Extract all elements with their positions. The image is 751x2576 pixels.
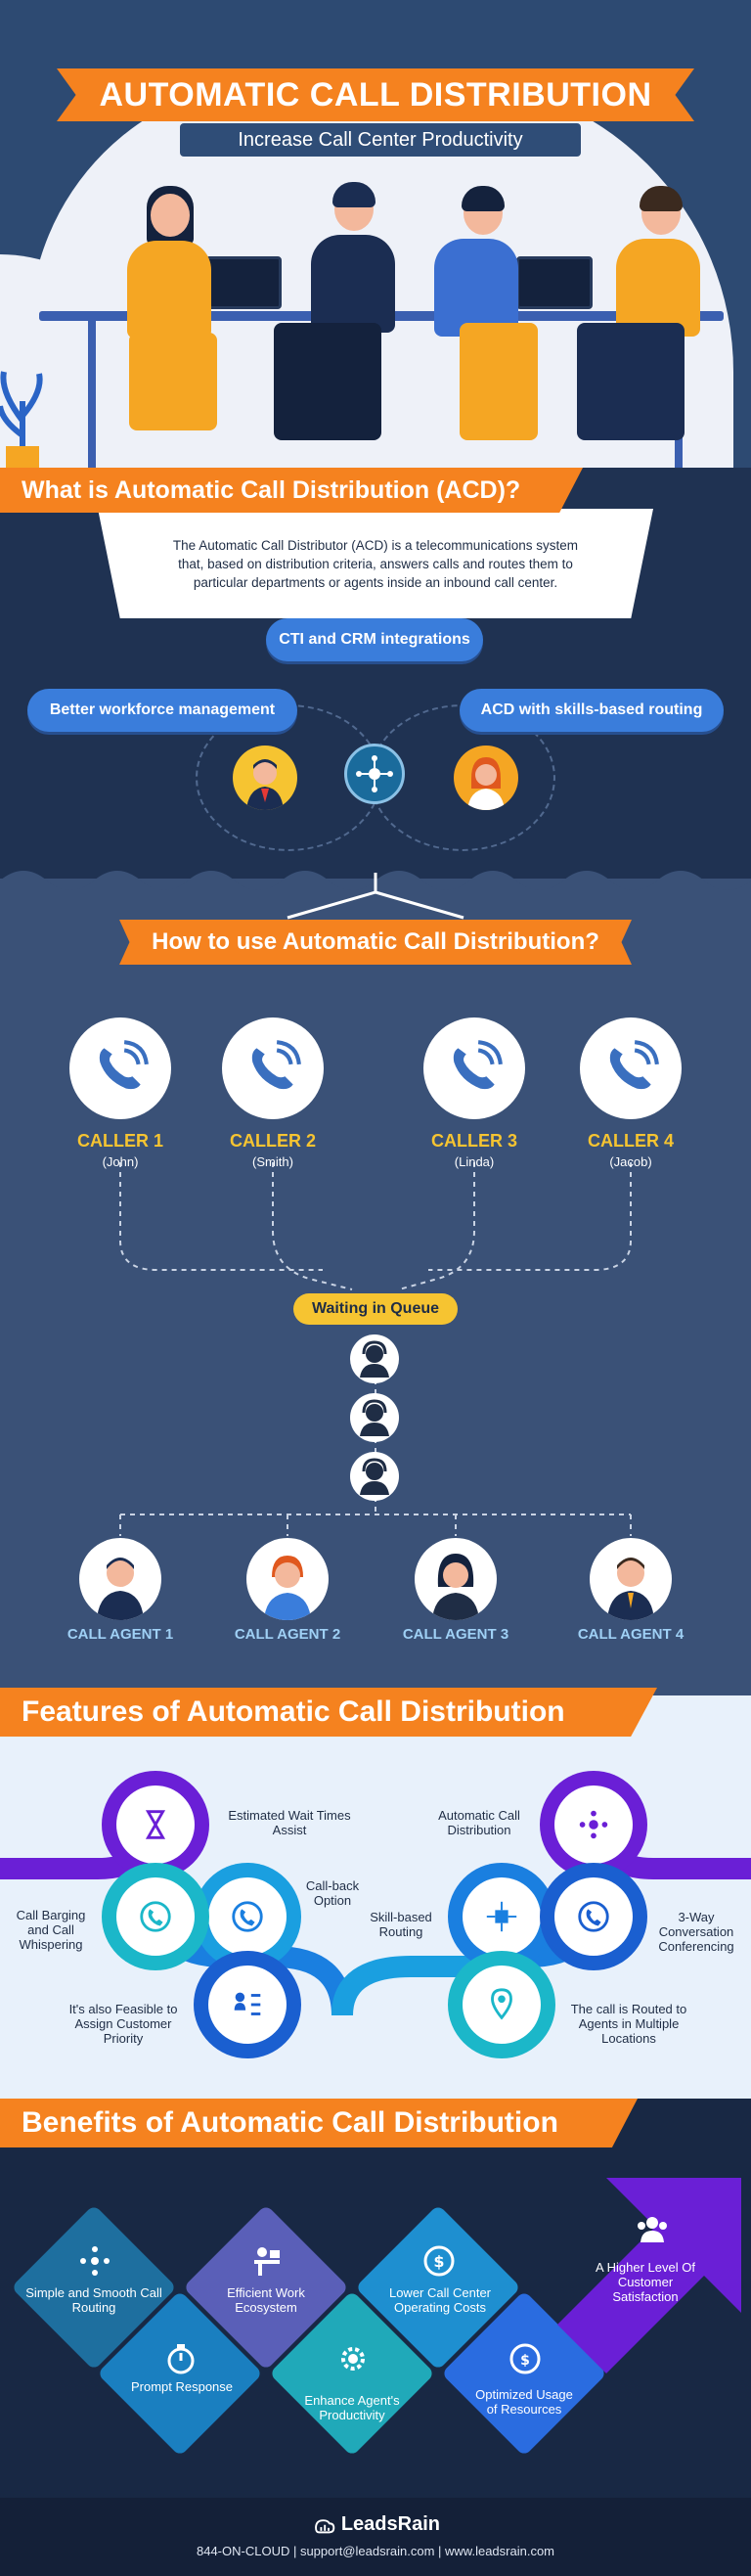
main-title: AUTOMATIC CALL DISTRIBUTION bbox=[99, 75, 652, 113]
legs-shape bbox=[274, 323, 381, 440]
routing-nodes-icon bbox=[80, 2246, 110, 2276]
hanging-string bbox=[287, 873, 464, 920]
desk-worker-icon bbox=[254, 2247, 280, 2276]
call-agent-avatar bbox=[590, 1538, 672, 1620]
call-agent-avatar bbox=[246, 1538, 329, 1620]
caller-phone-icon bbox=[69, 1017, 171, 1119]
leadsrain-logo[interactable]: LeadsRain bbox=[313, 2510, 440, 2538]
benefit-label: A Higher Level Of Customer Satisfaction bbox=[596, 2260, 695, 2304]
pill-skills-routing: ACD with skills-based routing bbox=[460, 689, 724, 732]
main-title-banner: AUTOMATIC CALL DISTRIBUTION bbox=[57, 68, 694, 121]
conference-call-icon bbox=[554, 1877, 633, 1956]
queued-caller-icon bbox=[350, 1452, 399, 1501]
callback-phone-icon bbox=[208, 1877, 287, 1956]
svg-text:$: $ bbox=[520, 2353, 530, 2369]
caller-alias: (Linda) bbox=[454, 1154, 495, 1169]
torso-shape bbox=[311, 235, 395, 333]
priority-list-icon bbox=[208, 1966, 287, 2044]
female-agent-avatar bbox=[454, 746, 518, 810]
legs-shape bbox=[460, 323, 538, 440]
legs-shape bbox=[129, 333, 217, 430]
caller-name: CALLER 2 bbox=[229, 1131, 316, 1151]
benefit-label: Lower Call Center Operating Costs bbox=[388, 2285, 492, 2315]
footer bbox=[0, 2498, 751, 2576]
call-agent-label: CALL AGENT 4 bbox=[577, 1626, 685, 1643]
benefit-label: Enhance Agent's Productivity bbox=[304, 2393, 400, 2422]
pill-workforce-management: Better workforce management bbox=[27, 689, 297, 732]
caller-phone-icon bbox=[423, 1017, 525, 1119]
how-heading: How to use Automatic Call Distribution? bbox=[119, 920, 632, 965]
feature-label: 3-Way Conversation Conferencing bbox=[658, 1910, 734, 1954]
call-agent-avatar bbox=[79, 1538, 161, 1620]
distribution-network-icon bbox=[554, 1785, 633, 1864]
subtitle: Increase Call Center Productivity bbox=[180, 123, 581, 157]
queued-caller-icon bbox=[350, 1393, 399, 1442]
benefit-label: Optimized Usage of Resources bbox=[475, 2387, 573, 2417]
feature-label: Call Barging and Call Whispering bbox=[16, 1908, 86, 1952]
call-agent-avatar bbox=[415, 1538, 497, 1620]
features-heading: Features of Automatic Call Distribution bbox=[0, 1688, 657, 1737]
benefit-label: Simple and Smooth Call Routing bbox=[25, 2285, 162, 2315]
svg-text:$: $ bbox=[433, 2252, 444, 2271]
caller-alias: (John) bbox=[102, 1154, 139, 1169]
plant-icon bbox=[0, 371, 43, 468]
torso-shape bbox=[127, 241, 211, 339]
call-agent-label: CALL AGENT 1 bbox=[66, 1626, 174, 1643]
dollar-cost-icon: $ bbox=[423, 2245, 455, 2277]
caller-connector-lines bbox=[119, 1162, 632, 1290]
acd-heading: What is Automatic Call Distribution (ACD… bbox=[0, 468, 583, 513]
caller-alias: (Smith) bbox=[252, 1154, 293, 1169]
network-hub-icon bbox=[344, 744, 405, 804]
location-pin-icon bbox=[463, 1966, 541, 2044]
legs-shape bbox=[577, 323, 685, 440]
stopwatch-icon bbox=[167, 2344, 195, 2374]
call-agent-label: CALL AGENT 3 bbox=[402, 1626, 509, 1643]
leadsrain-logo-icon bbox=[315, 2519, 335, 2534]
feature-label: It's also Feasible to Assign Customer Pr… bbox=[68, 2002, 178, 2046]
caller-name: CALLER 3 bbox=[430, 1131, 517, 1151]
benefit-label: Prompt Response bbox=[130, 2379, 234, 2394]
monitor-icon bbox=[205, 256, 282, 309]
hair-shape bbox=[462, 186, 505, 211]
phone-whisper-icon bbox=[116, 1877, 195, 1956]
torso-shape bbox=[434, 239, 518, 337]
feature-label: Skill-based Routing bbox=[370, 1910, 432, 1939]
hair-shape bbox=[640, 186, 683, 211]
hero-section: AUTOMATIC CALL DISTRIBUTION Increase Cal… bbox=[0, 0, 751, 468]
brand-name: LeadsRain bbox=[340, 2512, 440, 2535]
acd-description-panel: The Automatic Call Distributor (ACD) is … bbox=[98, 509, 653, 618]
caller-phone-icon bbox=[222, 1017, 324, 1119]
footer-contact[interactable]: 844-ON-CLOUD | support@leadsrain.com | w… bbox=[196, 2544, 555, 2558]
caller-phone-icon bbox=[580, 1017, 682, 1119]
benefits-heading: Benefits of Automatic Call Distribution bbox=[0, 2099, 638, 2147]
feature-label: The call is Routed to Agents in Multiple… bbox=[570, 2002, 687, 2046]
feature-label: Call-back Option bbox=[305, 1878, 360, 1908]
arrow-up-right-shape bbox=[557, 2178, 741, 2373]
pill-cti-crm: CTI and CRM integrations bbox=[266, 618, 483, 661]
caller-name: CALLER 4 bbox=[587, 1131, 674, 1151]
customer-group-icon bbox=[638, 2217, 667, 2242]
feature-label: Automatic Call Distribution bbox=[438, 1808, 520, 1837]
caller-name: CALLER 1 bbox=[76, 1131, 163, 1151]
queued-caller-icon bbox=[350, 1334, 399, 1383]
acd-description: The Automatic Call Distributor (ACD) is … bbox=[172, 537, 579, 590]
caller-alias: (Jacob) bbox=[609, 1154, 652, 1169]
feature-label: Estimated Wait Times Assist bbox=[228, 1808, 351, 1837]
hair-shape bbox=[332, 182, 376, 207]
head-shape bbox=[151, 194, 190, 237]
monitor-icon bbox=[516, 256, 593, 309]
resources-globe-icon: $ bbox=[509, 2343, 541, 2374]
desk-leg bbox=[88, 321, 96, 468]
waiting-in-queue-label: Waiting in Queue bbox=[293, 1293, 458, 1325]
gear-person-icon bbox=[341, 2347, 365, 2371]
hourglass-icon bbox=[116, 1785, 195, 1864]
skill-routing-icon bbox=[463, 1877, 541, 1956]
call-agent-label: CALL AGENT 2 bbox=[234, 1626, 341, 1643]
benefit-label: Efficient Work Ecosystem bbox=[227, 2285, 305, 2315]
male-agent-avatar bbox=[233, 746, 297, 810]
torso-shape bbox=[616, 239, 700, 337]
